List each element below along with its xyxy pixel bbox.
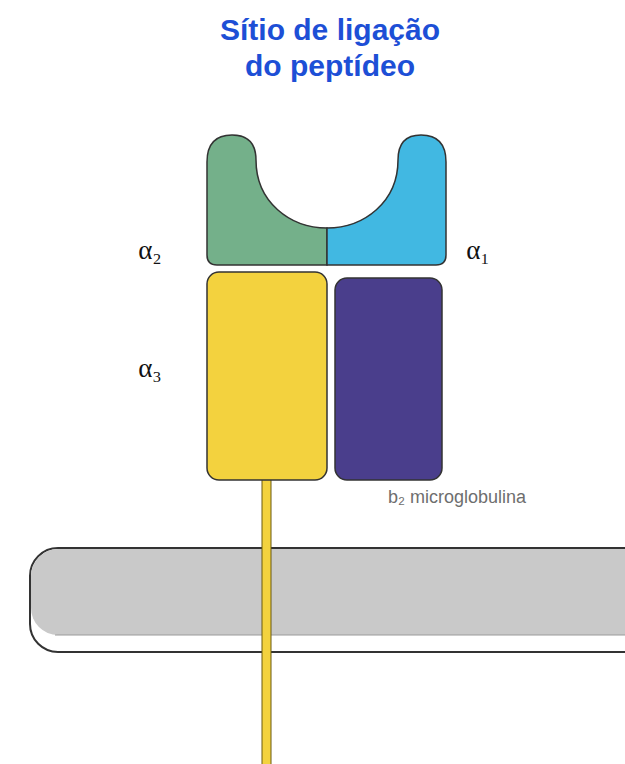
domain-label: α₁ [466, 235, 490, 266]
membrane-outline [30, 548, 625, 652]
alpha3-domain [207, 272, 327, 480]
domain-label: α₂ [138, 235, 162, 266]
alpha1-domain [327, 135, 446, 265]
part-label: b₂ microglobulina [388, 487, 526, 508]
transmembrane-stem [262, 478, 271, 764]
diagram-title: Sítio de ligação do peptídeo [205, 12, 455, 84]
membrane-line [55, 635, 625, 636]
beta2-microglobulin-domain [335, 278, 442, 480]
domain-label: α₃ [138, 353, 162, 384]
membrane-band [31, 549, 625, 635]
alpha2-domain [207, 135, 327, 265]
